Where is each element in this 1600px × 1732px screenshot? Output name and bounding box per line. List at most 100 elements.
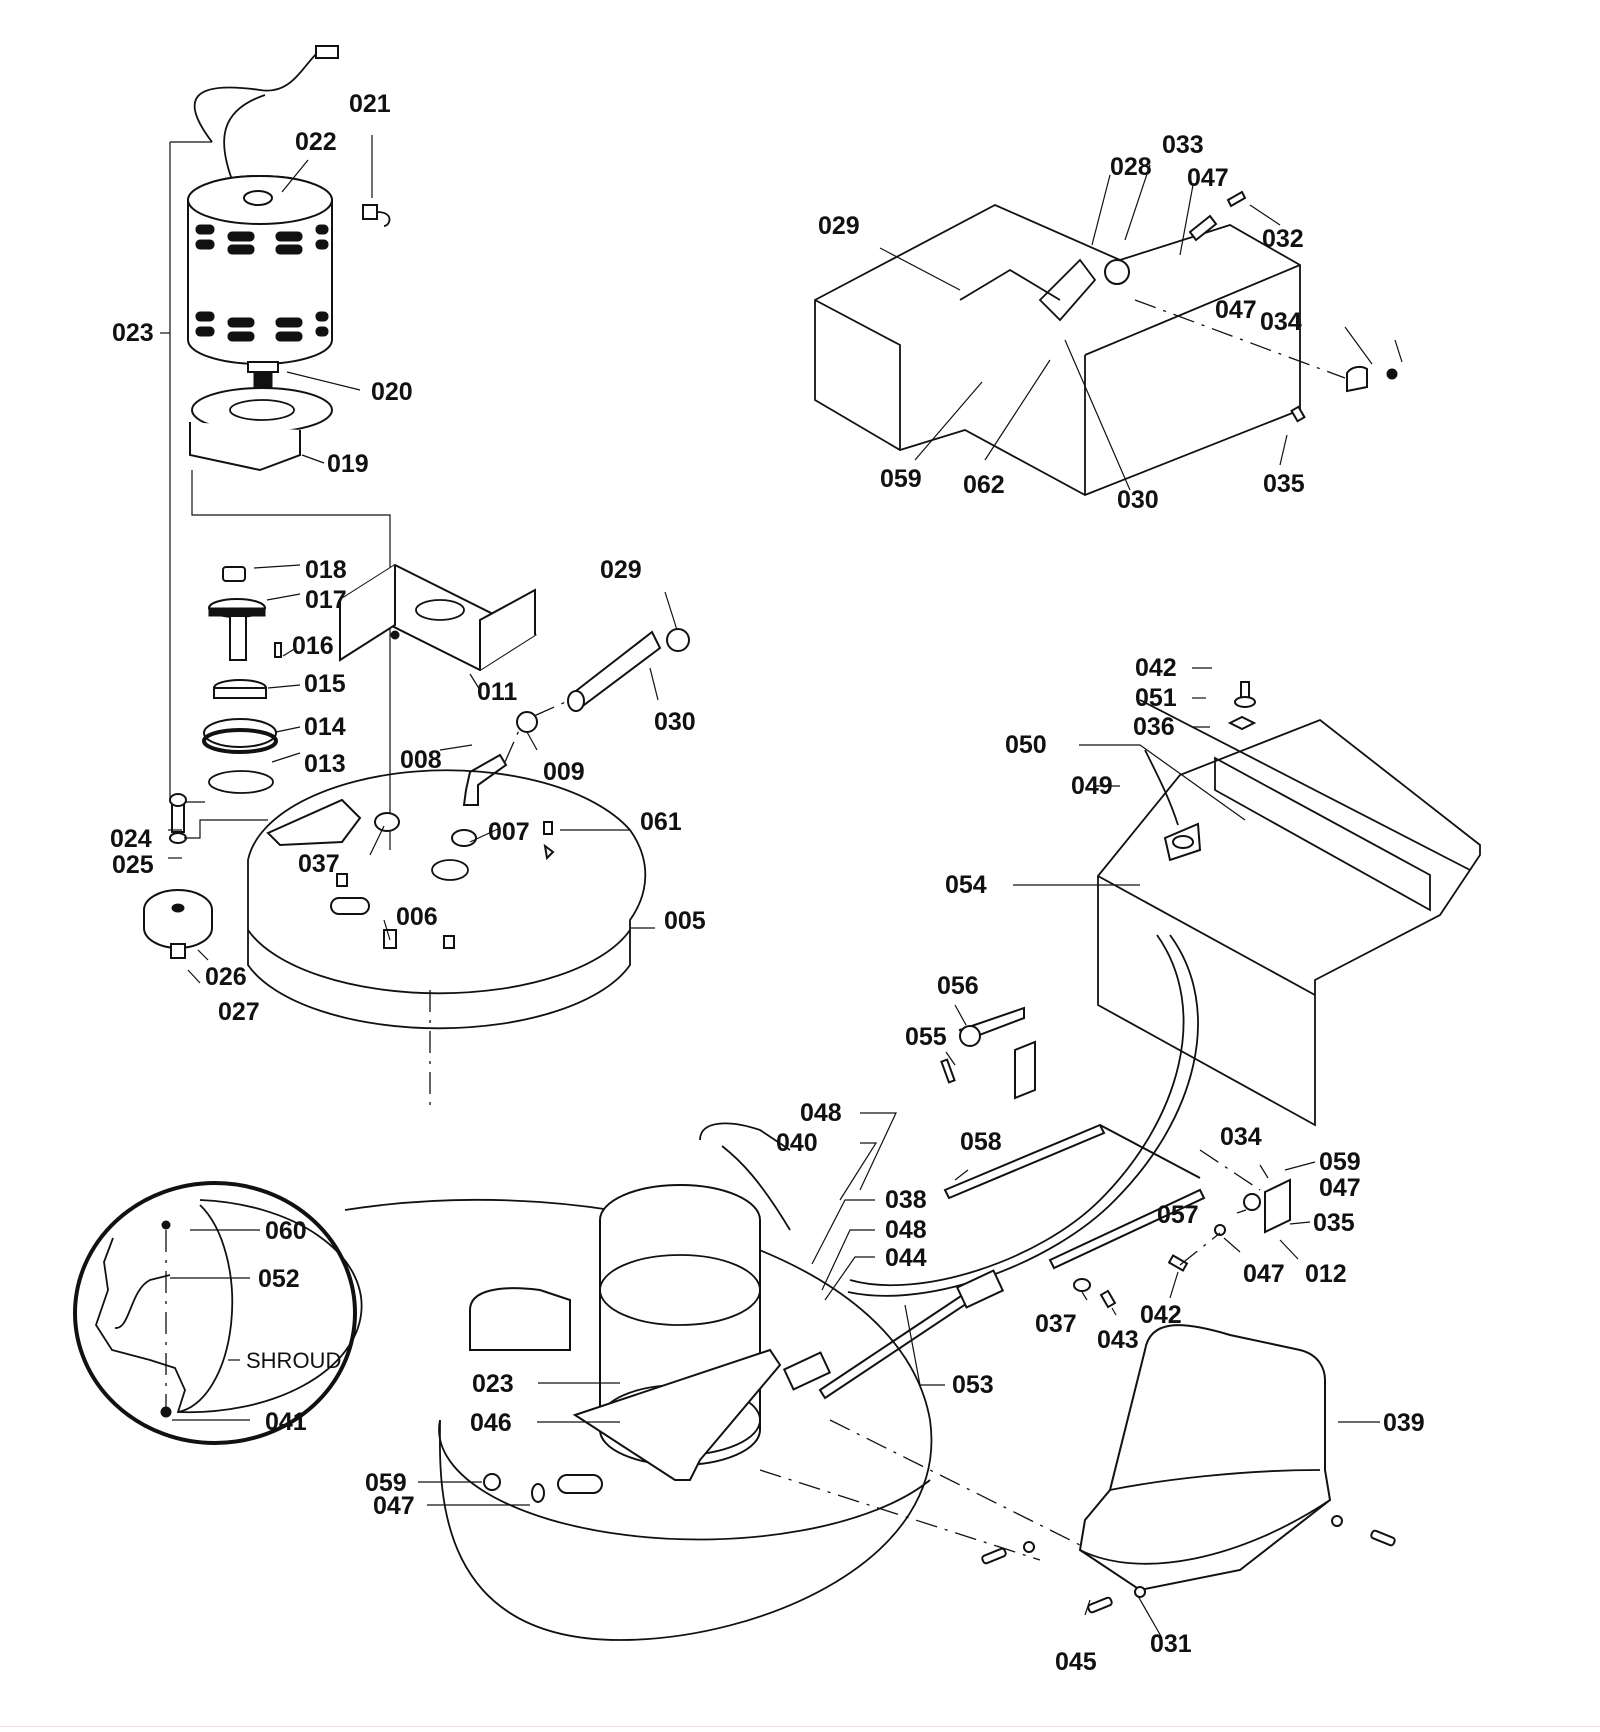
washer-047-lower: [531, 1483, 545, 1503]
label-047-b: 047: [1319, 1174, 1361, 1202]
screw-043: [1099, 1289, 1117, 1309]
label-015: 015: [304, 670, 346, 698]
motor-wires: [699, 1122, 791, 1151]
gear-stack: [202, 566, 282, 794]
bracket-033: [1188, 214, 1218, 242]
elbow-fitting-008: [462, 753, 508, 806]
plate-slot: [330, 897, 370, 915]
pulley-assembly: [143, 793, 268, 959]
base-plate-005: [247, 769, 647, 1105]
tie-bar: [1139, 699, 1471, 871]
label-048-b: 048: [885, 1216, 927, 1244]
bolt-042-lower: [1167, 1254, 1189, 1272]
cover-039: [981, 1324, 1396, 1614]
label-047-chassis-b: 047: [1215, 296, 1257, 324]
label-023: 023: [112, 319, 154, 347]
label-058: 058: [960, 1128, 1002, 1156]
label-059: 059: [880, 465, 922, 493]
label-035: 035: [1263, 470, 1305, 498]
label-034-b: 034: [1220, 1123, 1262, 1151]
nut-007: [451, 829, 477, 847]
leader-lines: [160, 135, 1403, 1639]
label-037: 037: [298, 850, 340, 878]
label-042-b: 042: [1140, 1301, 1182, 1329]
washer-025: [169, 832, 187, 844]
label-050: 050: [1005, 731, 1047, 759]
lower-assembly: [344, 1122, 1111, 1641]
mount-bracket-011: [337, 563, 538, 672]
screw-060-icon: [161, 1220, 171, 1230]
nut-029: [666, 628, 690, 652]
shroud-section: [95, 1199, 363, 1414]
label-011: 011: [477, 678, 517, 706]
chassis-top-view: [814, 190, 1398, 496]
label-029-chassis: 029: [818, 212, 860, 240]
label-036: 036: [1133, 713, 1175, 741]
washer-047: [1214, 1224, 1226, 1236]
bracket-012: [1264, 1178, 1291, 1234]
label-013: 013: [304, 750, 346, 778]
label-016: 016: [292, 632, 334, 660]
motor-cap-022: [243, 190, 273, 206]
label-027: 027: [218, 998, 260, 1026]
label-014: 014: [304, 713, 346, 741]
lockwasher-051: [1234, 696, 1256, 708]
nut-009: [516, 711, 538, 733]
label-023-lower: 023: [472, 1370, 514, 1398]
clevis-lower: [782, 1351, 832, 1391]
label-055: 055: [905, 1023, 947, 1051]
label-007: 007: [488, 818, 530, 846]
label-045: 045: [1055, 1648, 1097, 1676]
label-047-c: 047: [1243, 1260, 1285, 1288]
label-051: 051: [1135, 684, 1177, 712]
label-032: 032: [1262, 225, 1304, 253]
label-005: 005: [664, 907, 706, 935]
label-042: 042: [1135, 654, 1177, 682]
label-039: 039: [1383, 1409, 1425, 1437]
snap-ring-013: [208, 770, 274, 794]
label-059-c: 059: [365, 1469, 407, 1497]
label-030-chassis: 030: [1117, 486, 1159, 514]
detail-circle: [73, 1181, 357, 1445]
hose-fittings: [462, 628, 690, 806]
label-shroud: SHROUD: [246, 1348, 341, 1373]
label-022: 022: [295, 128, 337, 156]
counterweight: [469, 1287, 571, 1351]
bearing-018: [222, 566, 246, 582]
label-062: 062: [963, 471, 1005, 499]
clip-061: [336, 821, 555, 949]
label-026: 026: [205, 963, 247, 991]
label-033: 033: [1162, 131, 1204, 159]
key-016: [274, 642, 282, 658]
washer-037: [374, 812, 400, 832]
label-012: 012: [1305, 1260, 1347, 1288]
label-060: 060: [265, 1217, 307, 1245]
bar-058: [943, 1123, 1106, 1200]
label-048: 048: [800, 1099, 842, 1127]
pulley-028: [1104, 259, 1130, 285]
label-049: 049: [1071, 772, 1113, 800]
label-021: 021: [349, 90, 391, 118]
nut-041-icon: [160, 1406, 172, 1418]
callout-labels: 021 022 023 020 019 018 017 016 015 014 …: [110, 90, 1425, 1676]
cord-plug-icon: [315, 45, 339, 59]
tension-plate: [1038, 258, 1097, 322]
part-021-icon: [362, 204, 378, 220]
battery-box-050: [1214, 756, 1431, 912]
label-028: 028: [1110, 153, 1152, 181]
page-bottom-rule: [0, 1726, 1600, 1727]
hose-030: [570, 630, 662, 710]
label-061: 061: [640, 808, 682, 836]
label-054: 054: [945, 871, 987, 899]
label-037-b: 037: [1035, 1310, 1077, 1338]
label-052: 052: [258, 1265, 300, 1293]
label-008: 008: [400, 746, 442, 774]
cable-loop: [849, 934, 1185, 1287]
bushing-057: [1243, 1193, 1261, 1211]
label-047-chassis: 047: [1187, 164, 1229, 192]
label-020: 020: [371, 378, 413, 406]
label-024: 024: [110, 825, 152, 853]
chassis-side-view: [847, 681, 1481, 1297]
pivot-bracket: [1014, 1040, 1036, 1100]
